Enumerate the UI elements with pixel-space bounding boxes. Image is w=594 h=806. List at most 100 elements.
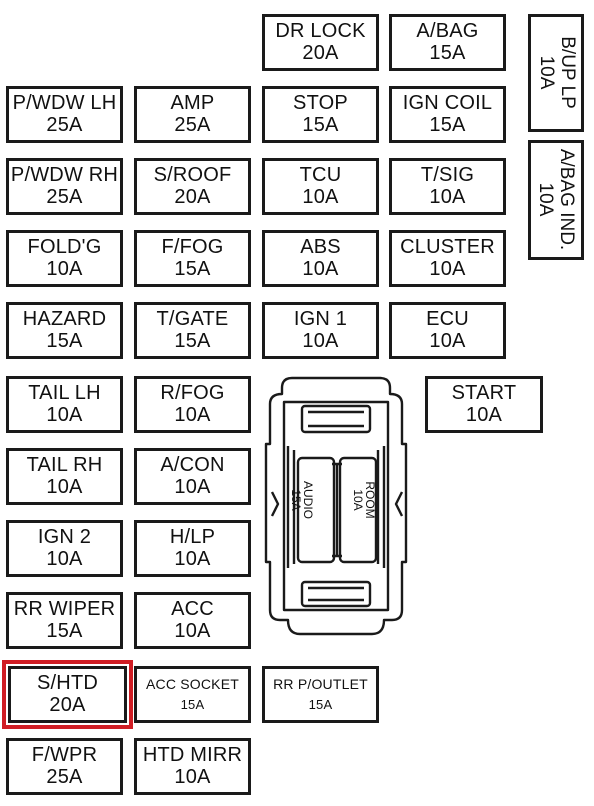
fuse-amperage: 15A	[46, 619, 83, 642]
fuse-amperage: 10A	[429, 185, 466, 208]
fuse-f-fog: F/FOG 15A	[134, 230, 251, 287]
fuse-ecu: ECU 10A	[389, 302, 506, 359]
fuse-amperage: 20A	[49, 693, 86, 716]
fuse-s-roof: S/ROOF 20A	[134, 158, 251, 215]
fuse-f-wpr: F/WPR 25A	[6, 738, 123, 795]
fuse-acc: ACC 10A	[134, 592, 251, 649]
mini-fuse-audio: AUDIO 15A	[289, 478, 315, 522]
fuse-amperage: 15A	[180, 697, 205, 713]
fuse-htd-mirr: HTD MIRR 10A	[134, 738, 251, 795]
fuse-label: P/WDW LH	[12, 91, 117, 114]
fuse-label: TCU	[299, 163, 342, 186]
fuse-label: ECU	[426, 307, 469, 330]
fuse-label: F/FOG	[161, 235, 224, 258]
fuse-label: A/BAG	[416, 19, 479, 42]
fuse-label: TAIL RH	[26, 453, 103, 476]
fuse-label: ACC	[171, 597, 214, 620]
fuse-rr-wiper: RR WIPER 15A	[6, 592, 123, 649]
fuse-label: RR WIPER	[13, 597, 116, 620]
fuse-amperage: 10A	[46, 403, 83, 426]
fuse-abs: ABS 10A	[262, 230, 379, 287]
fuse-label: HAZARD	[22, 307, 107, 330]
relay-top-slot	[300, 404, 372, 434]
fuse-fold-g: FOLD'G 10A	[6, 230, 123, 287]
fuse-label: RR P/OUTLET	[273, 675, 368, 692]
fuse-label: A/BAG IND.	[556, 149, 578, 251]
fuse-amperage: 25A	[174, 113, 211, 136]
fuse-label: ACC SOCKET	[145, 675, 239, 692]
fuse-amperage: 10A	[429, 257, 466, 280]
fuse-amperage: 25A	[46, 113, 83, 136]
fuse-dr-lock: DR LOCK 20A	[262, 14, 379, 71]
fuse-acc-socket: ACC SOCKET 15A	[134, 666, 251, 723]
fuse-label: START	[451, 381, 517, 404]
fuse-h-lp: H/LP 10A	[134, 520, 251, 577]
fuse-amperage: 15A	[174, 329, 211, 352]
fuse-label: HTD MIRR	[142, 743, 243, 766]
mini-fuse-label: AUDIO	[301, 480, 315, 519]
relay-top-slot-detail	[308, 410, 364, 428]
relay-left-terminal	[286, 446, 296, 568]
fuse-label: IGN COIL	[402, 91, 493, 114]
fuse-hazard: HAZARD 15A	[6, 302, 123, 359]
fuse-amperage: 20A	[174, 185, 211, 208]
fuse-amperage: 10A	[46, 475, 83, 498]
fuse-rr-p-outlet: RR P/OUTLET 15A	[262, 666, 379, 723]
fuse-label: R/FOG	[160, 381, 225, 404]
fuse-label: IGN 1	[293, 307, 348, 330]
relay-right-clip	[394, 491, 404, 517]
fuse-amperage: 10A	[465, 403, 503, 426]
fuse-amperage: 25A	[46, 765, 83, 788]
fuse-a-bag: A/BAG 15A	[389, 14, 506, 71]
fuse-s-htd: S/HTD 20A	[8, 666, 127, 723]
mini-fuse-amperage: 15A	[289, 489, 303, 511]
fuse-label: S/ROOF	[153, 163, 232, 186]
relay-right-terminal	[376, 446, 386, 568]
fuse-amperage: 15A	[174, 257, 211, 280]
fuse-r-fog: R/FOG 10A	[134, 376, 251, 433]
mini-fuse-audio-holder	[296, 456, 336, 564]
mini-fuse-room: ROOM 10A	[351, 478, 377, 522]
fuse-amperage: 10A	[46, 547, 83, 570]
mini-fuse-amperage: 10A	[351, 489, 365, 511]
fuse-label: P/WDW RH	[10, 163, 119, 186]
fuse-label: AMP	[170, 91, 215, 114]
s-htd-highlight-frame	[2, 660, 133, 729]
fuse-amperage: 10A	[174, 403, 211, 426]
relay-inner-outline	[282, 400, 390, 612]
fuse-amperage: 25A	[46, 185, 83, 208]
fuse-label: FOLD'G	[27, 235, 102, 258]
fuse-label: ABS	[300, 235, 341, 258]
fuse-t-sig: T/SIG 10A	[389, 158, 506, 215]
fuse-amperage: 15A	[302, 113, 339, 136]
relay-left-clip	[270, 491, 280, 517]
fuse-ign-2: IGN 2 10A	[6, 520, 123, 577]
fuse-a-bag-ind: A/BAG IND. 10A	[528, 140, 584, 260]
fuse-cluster: CLUSTER 10A	[389, 230, 506, 287]
relay-holder	[264, 376, 408, 636]
fuse-amperage: 10A	[174, 765, 211, 788]
fuse-ign-1: IGN 1 10A	[262, 302, 379, 359]
fuse-label: T/GATE	[156, 307, 229, 330]
fuse-b-up-lp: B/UP LP 10A	[528, 14, 584, 132]
fuse-t-gate: T/GATE 15A	[134, 302, 251, 359]
fuse-amperage: 20A	[302, 41, 339, 64]
fuse-p-wdw-lh: P/WDW LH 25A	[6, 86, 123, 143]
fuse-label: TAIL LH	[28, 381, 101, 404]
fuse-start: START 10A	[425, 376, 543, 433]
relay-outer-outline	[264, 376, 408, 636]
fuse-label: S/HTD	[37, 671, 98, 694]
fuse-label: T/SIG	[420, 163, 475, 186]
fuse-tail-rh: TAIL RH 10A	[6, 448, 123, 505]
fuse-amperage: 10A	[302, 257, 339, 280]
mini-fuse-label: ROOM	[363, 481, 377, 519]
fuse-label: STOP	[293, 91, 348, 114]
fuse-label: F/WPR	[31, 743, 98, 766]
fuse-tail-lh: TAIL LH 10A	[6, 376, 123, 433]
fuse-amperage: 10A	[536, 56, 557, 90]
relay-bottom-slot-detail	[308, 586, 364, 602]
fuse-amperage: 10A	[429, 329, 466, 352]
fuse-stop: STOP 15A	[262, 86, 379, 143]
fuse-a-con: A/CON 10A	[134, 448, 251, 505]
